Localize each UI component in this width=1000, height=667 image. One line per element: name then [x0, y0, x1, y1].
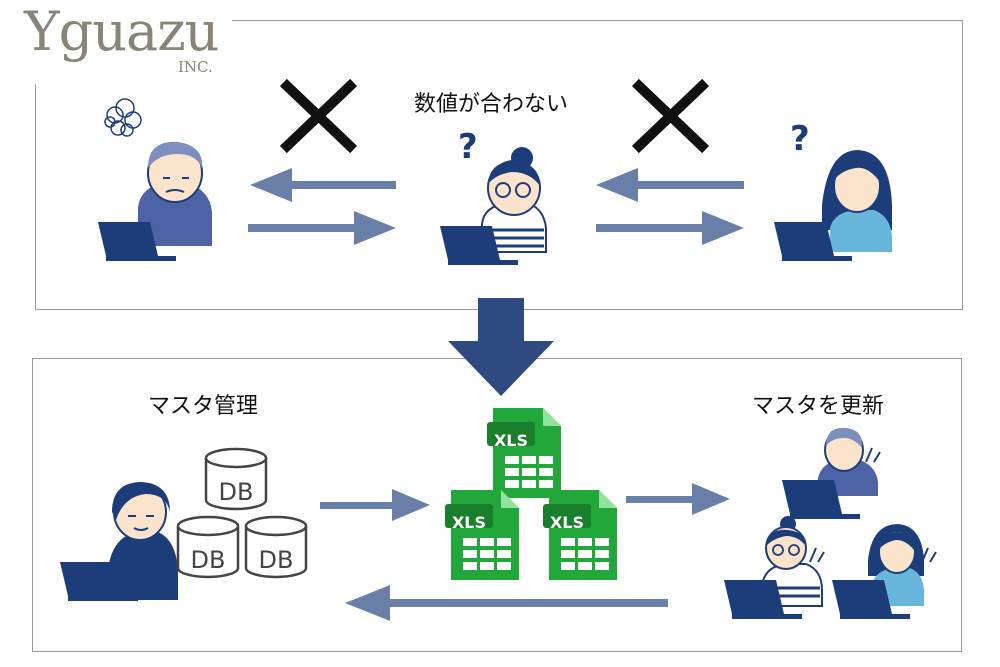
arrow-right-to-xls — [320, 489, 430, 521]
woman-admin-icon — [60, 482, 178, 601]
logo-wordmark: Yguazu — [24, 0, 219, 63]
arrow-left-1 — [250, 168, 396, 202]
svg-text:?: ? — [790, 119, 810, 159]
db-label-right: DB — [259, 546, 294, 574]
xls-file-icon-top: XLS — [487, 408, 561, 498]
db-icon-left: DB — [176, 515, 240, 579]
db-label-top: DB — [219, 478, 254, 506]
svg-text:?: ? — [458, 127, 478, 167]
company-logo: Yguazu INC. — [0, 0, 232, 84]
logo-inc: INC. — [178, 58, 213, 76]
arrow-left-2 — [596, 168, 744, 202]
woman-question-icon: ? — [774, 119, 892, 261]
arrow-right-2 — [596, 211, 744, 245]
arrow-right-1 — [248, 211, 396, 245]
cross-mark-right — [631, 78, 710, 154]
man-confused-icon — [98, 98, 212, 261]
arrow-right-to-users — [626, 483, 730, 515]
xls-label-right: XLS — [550, 513, 584, 532]
mismatch-label: 数値が合わない — [414, 92, 569, 117]
cross-mark-left — [279, 78, 358, 154]
xls-label-top: XLS — [494, 431, 528, 450]
db-label-left: DB — [191, 546, 226, 574]
woman-glasses-question-icon: ? — [440, 127, 547, 265]
woman-glasses-ok-icon — [724, 516, 825, 619]
big-down-arrow — [448, 298, 554, 396]
db-icon-top: DB — [204, 447, 268, 511]
db-icon-right: DB — [244, 515, 308, 579]
man-ok-icon — [782, 427, 881, 519]
xls-file-icon-right: XLS — [543, 490, 617, 580]
master-update-label: マスタを更新 — [752, 394, 885, 419]
arrow-left-feedback — [345, 585, 668, 621]
woman-ok-icon — [832, 524, 937, 619]
xls-file-icon-left: XLS — [445, 490, 519, 580]
xls-label-left: XLS — [452, 513, 486, 532]
master-management-label: マスタ管理 — [148, 394, 259, 419]
